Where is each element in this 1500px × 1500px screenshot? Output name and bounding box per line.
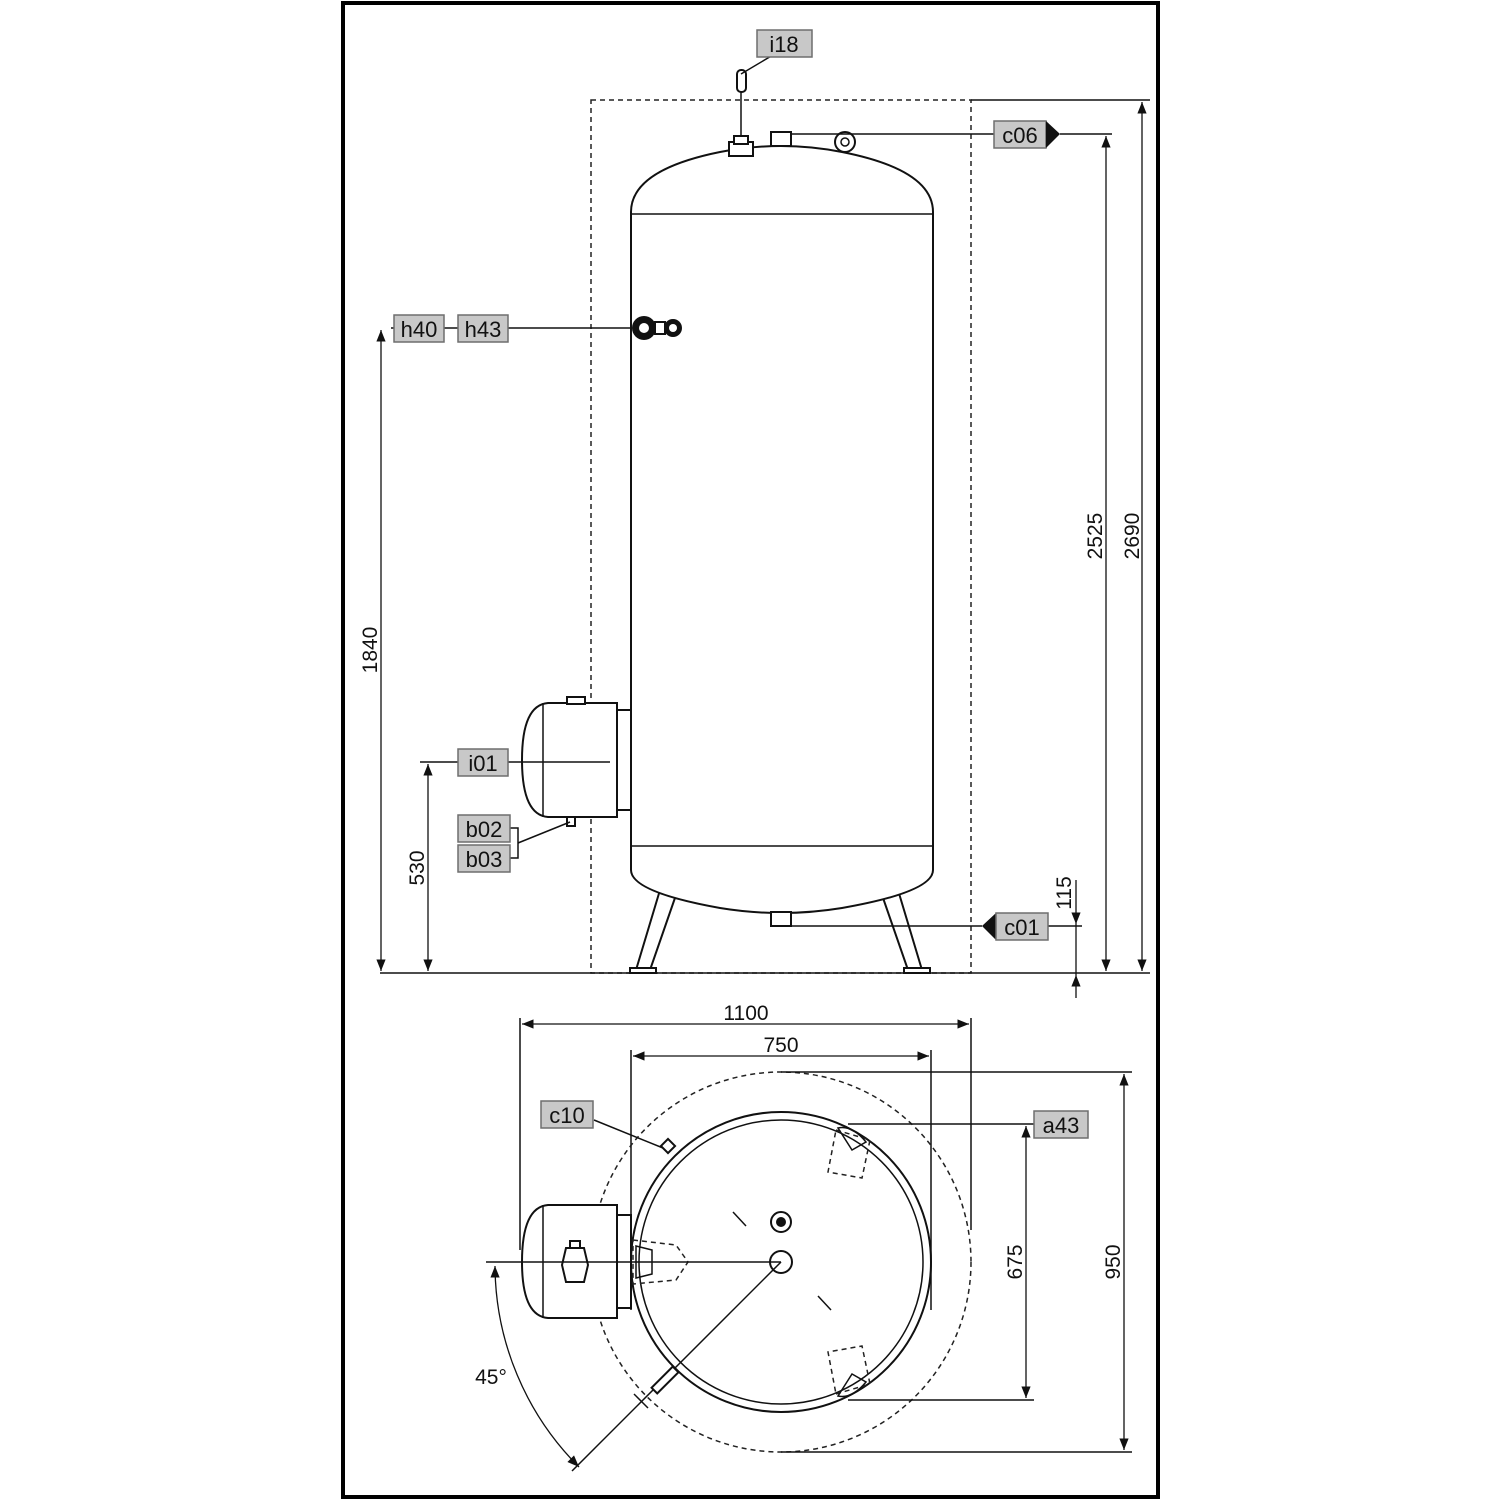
leg-plan-left bbox=[632, 1239, 689, 1285]
label-c10-text: c10 bbox=[549, 1103, 584, 1128]
heater-flange-housing bbox=[520, 696, 632, 827]
dim-115: 115 bbox=[1053, 876, 1076, 909]
label-h43-text: h43 bbox=[465, 317, 502, 342]
dim-750: 750 bbox=[763, 1034, 798, 1057]
tap-fitting bbox=[633, 1365, 680, 1409]
lifting-eye bbox=[834, 131, 856, 153]
label-c01: c01 bbox=[982, 912, 1049, 941]
dim-2690: 2690 bbox=[1121, 513, 1144, 560]
dim-angle: 45° bbox=[475, 1366, 507, 1389]
tank-legs bbox=[629, 888, 931, 974]
label-i18-text: i18 bbox=[769, 32, 798, 57]
label-b03-text: b03 bbox=[466, 847, 503, 872]
label-c06: c06 bbox=[993, 120, 1060, 149]
dim-950: 950 bbox=[1102, 1244, 1125, 1279]
nozzle-c10 bbox=[659, 1137, 677, 1155]
dim-2525: 2525 bbox=[1084, 513, 1107, 560]
dim-530: 530 bbox=[406, 850, 429, 885]
leader-lines bbox=[391, 54, 1150, 927]
sensor-head bbox=[736, 69, 747, 93]
thermometer-flange bbox=[632, 316, 682, 340]
angle-arc bbox=[490, 1265, 580, 1468]
label-i18: i18 bbox=[756, 29, 813, 58]
label-h40: h40 bbox=[393, 314, 445, 343]
axis-45-deg bbox=[571, 1261, 782, 1472]
label-h43: h43 bbox=[457, 314, 509, 343]
label-c10: c10 bbox=[540, 1100, 594, 1129]
side-view: i18 c06 h40 h43 i01 b02 b03 bbox=[359, 29, 1150, 998]
label-b02-text: b02 bbox=[466, 817, 503, 842]
tank-body bbox=[630, 145, 934, 914]
label-h40-text: h40 bbox=[401, 317, 438, 342]
label-i01-text: i01 bbox=[468, 751, 497, 776]
label-b03: b03 bbox=[457, 844, 511, 873]
label-c01-text: c01 bbox=[1004, 915, 1039, 940]
leg-plan-bottom bbox=[827, 1345, 871, 1395]
top-outlet-c06 bbox=[770, 131, 792, 147]
top-view: 1100 750 bbox=[475, 1002, 1132, 1472]
label-c06-text: c06 bbox=[1002, 123, 1037, 148]
bottom-outlet-c01 bbox=[770, 911, 792, 927]
dim-675: 675 bbox=[1004, 1244, 1027, 1279]
label-a43: a43 bbox=[1033, 1110, 1089, 1139]
dim-1840: 1840 bbox=[359, 627, 382, 674]
leg-plan-top bbox=[827, 1129, 871, 1179]
label-a43-text: a43 bbox=[1043, 1113, 1080, 1138]
dim-1100: 1100 bbox=[723, 1002, 768, 1025]
label-i01: i01 bbox=[457, 748, 509, 777]
label-b02: b02 bbox=[457, 814, 511, 843]
